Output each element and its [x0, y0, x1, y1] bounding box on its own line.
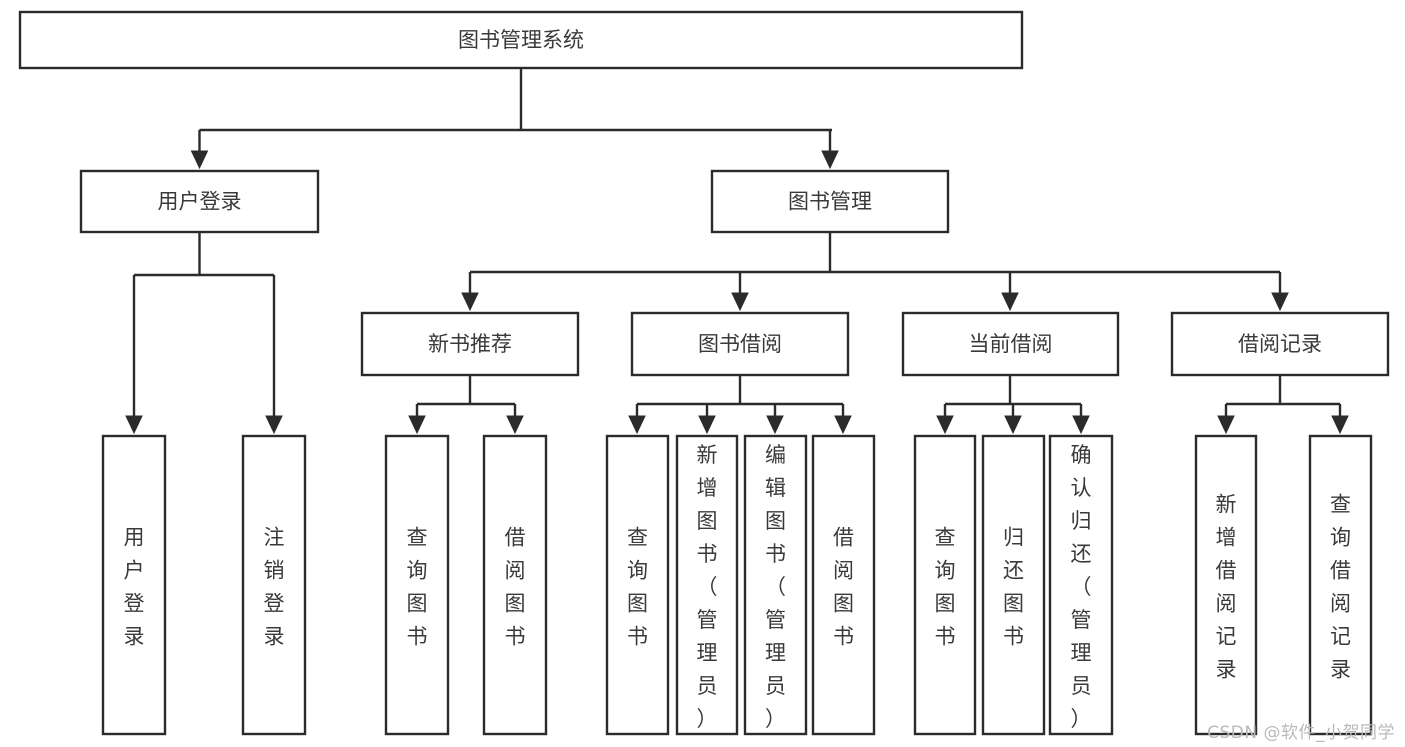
arrow-leaf-10: [1004, 415, 1022, 435]
node-level2-1-label: 图书管理: [788, 190, 872, 214]
node-leaf-10[interactable]: 确认归还（管理员）: [1048, 434, 1114, 736]
node-leaf-5-box: [675, 434, 739, 736]
node-leaf-6-box: [743, 434, 808, 736]
node-level3-0[interactable]: 新书推荐: [360, 311, 580, 377]
newbook-to-leaves: [415, 375, 517, 422]
current-to-leaves: [943, 375, 1083, 422]
node-level3-2-box: [901, 311, 1120, 377]
node-leaf-7[interactable]: 借阅图书: [811, 434, 876, 736]
node-leaf-8-label: 查询图书: [935, 526, 956, 649]
arrow-to-bookmgmt: [821, 150, 839, 170]
node-leaf-11-box: [1194, 434, 1258, 736]
node-leaf-6[interactable]: 编辑图书（管理员）: [743, 434, 808, 736]
node-leaf-10-box: [1048, 434, 1114, 736]
node-level3-3-box: [1170, 311, 1390, 377]
node-level2-0-box: [79, 169, 320, 234]
node-leaf-4-box: [605, 434, 670, 736]
node-root-图书管理系统-box: [18, 10, 1024, 70]
node-level2-1-box: [710, 169, 950, 234]
arrow-leaf-7: [766, 415, 784, 435]
arrow-to-record: [1271, 292, 1289, 312]
node-level3-0-box: [360, 311, 580, 377]
arrow-to-current: [1001, 292, 1019, 312]
node-level2-1[interactable]: 图书管理: [710, 169, 950, 234]
node-leaf-7-label: 借阅图书: [833, 526, 854, 649]
node-leaf-0-label: 用户登录: [124, 526, 145, 649]
node-leaf-5-label: 新增图书（管理员）: [697, 443, 718, 731]
node-level3-1[interactable]: 图书借阅: [630, 311, 850, 377]
node-leaf-12-box: [1308, 434, 1373, 736]
arrow-leaf-13: [1331, 415, 1349, 435]
arrow-leaf-12: [1217, 415, 1235, 435]
arrow-to-borrow: [731, 292, 749, 312]
node-leaf-0-box: [101, 434, 167, 736]
node-leaf-3-label: 借阅图书: [505, 526, 526, 649]
node-level3-3[interactable]: 借阅记录: [1170, 311, 1390, 377]
node-leaf-6-label: 编辑图书（管理员）: [765, 443, 786, 731]
node-level3-1-label: 图书借阅: [698, 332, 782, 356]
node-leaf-2[interactable]: 查询图书: [384, 434, 450, 736]
node-leaf-1[interactable]: 注销登录: [241, 434, 307, 736]
root-to-level2: [198, 68, 832, 158]
arrow-to-userlogin: [190, 150, 209, 170]
node-leaf-8[interactable]: 查询图书: [913, 434, 977, 736]
arrow-leaf-8: [834, 415, 852, 435]
node-root-图书管理系统-label: 图书管理系统: [458, 28, 584, 52]
userlogin-to-leaves: [132, 232, 276, 422]
arrowheads-layer: [125, 150, 1349, 435]
node-leaf-1-box: [241, 434, 307, 736]
node-leaf-11[interactable]: 新增借阅记录: [1194, 434, 1258, 736]
node-leaf-4[interactable]: 查询图书: [605, 434, 670, 736]
connectors-layer: [132, 68, 1342, 422]
arrow-leaf-11: [1072, 415, 1090, 435]
node-leaf-10-label: 确认归还（管理员）: [1071, 443, 1092, 731]
node-level3-1-box: [630, 311, 850, 377]
borrow-to-leaves: [635, 375, 845, 422]
node-leaf-9[interactable]: 归还图书: [981, 434, 1046, 736]
arrow-leaf-2: [265, 415, 283, 435]
node-leaf-11-label: 新增借阅记录: [1216, 493, 1237, 682]
node-leaf-3[interactable]: 借阅图书: [482, 434, 548, 736]
node-level2-0-label: 用户登录: [158, 190, 242, 214]
arrow-to-newbook: [461, 292, 479, 312]
node-leaf-3-box: [482, 434, 548, 736]
node-leaf-4-label: 查询图书: [627, 526, 648, 649]
arrow-leaf-5: [628, 415, 646, 435]
arrow-leaf-6: [698, 415, 716, 435]
arrow-leaf-9: [936, 415, 954, 435]
node-level3-2-label: 当前借阅: [969, 332, 1053, 356]
node-level3-0-label: 新书推荐: [428, 332, 512, 356]
arrow-leaf-3: [408, 415, 426, 435]
node-leaf-9-box: [981, 434, 1046, 736]
node-leaf-5[interactable]: 新增图书（管理员）: [675, 434, 739, 736]
node-leaf-2-box: [384, 434, 450, 736]
node-level3-3-label: 借阅记录: [1238, 332, 1322, 356]
bookmgmt-to-level3: [468, 232, 1282, 300]
node-leaf-7-box: [811, 434, 876, 736]
node-level3-2[interactable]: 当前借阅: [901, 311, 1120, 377]
node-level2-0[interactable]: 用户登录: [79, 169, 320, 234]
nodes-layer: 图书管理系统用户登录图书管理新书推荐图书借阅当前借阅借阅记录用户登录注销登录查询…: [18, 10, 1390, 736]
node-leaf-12-label: 查询借阅记录: [1330, 493, 1351, 682]
node-root-图书管理系统[interactable]: 图书管理系统: [18, 10, 1024, 70]
node-leaf-0[interactable]: 用户登录: [101, 434, 167, 736]
node-leaf-1-label: 注销登录: [264, 526, 285, 649]
arrow-leaf-4: [506, 415, 524, 435]
node-leaf-2-label: 查询图书: [407, 526, 428, 649]
node-leaf-8-box: [913, 434, 977, 736]
arrow-leaf-1: [125, 415, 143, 435]
node-leaf-12[interactable]: 查询借阅记录: [1308, 434, 1373, 736]
record-to-leaves: [1224, 375, 1342, 422]
node-leaf-9-label: 归还图书: [1003, 526, 1024, 649]
